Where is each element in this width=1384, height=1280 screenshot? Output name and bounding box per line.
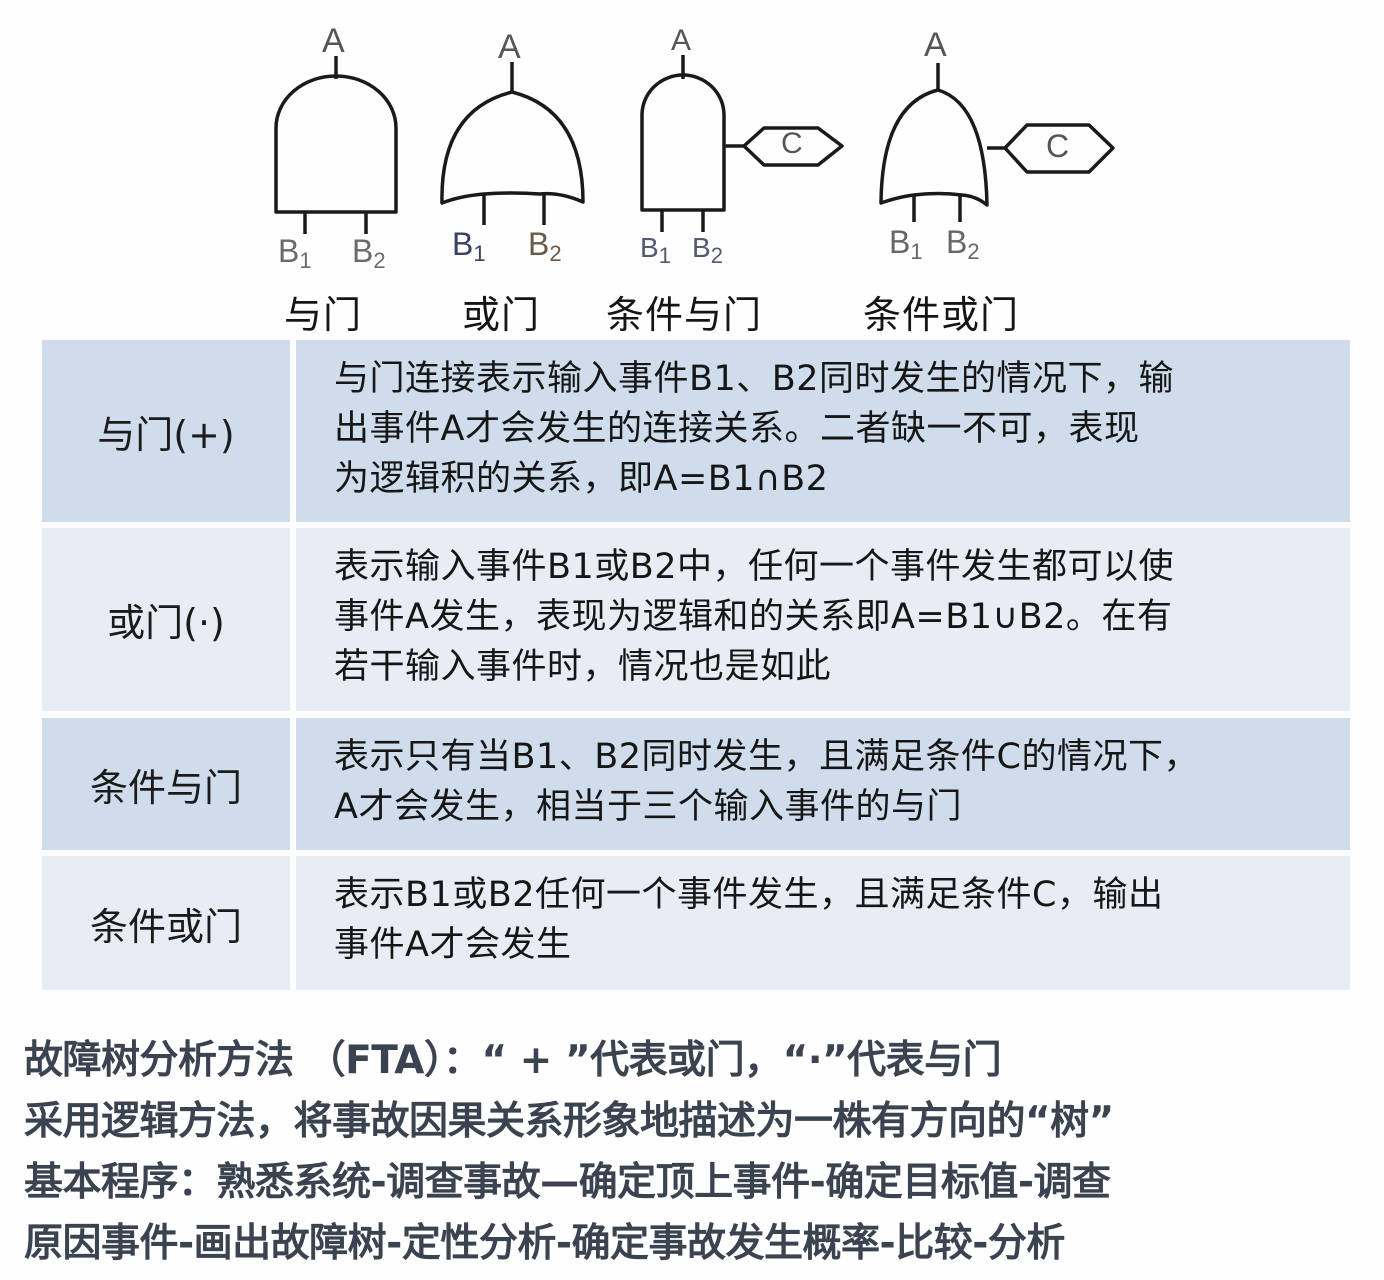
table-row: 条件与门 表示只有当B1、B2同时发生，且满足条件C的情况下， A才会发生，相当…: [42, 718, 1350, 850]
and-gate-label: 与门: [284, 293, 363, 337]
conditional-and-gate-input-b2: B2: [692, 232, 723, 268]
and-gate-input-b2: B2: [352, 233, 386, 273]
table-row: 或门(·) 表示输入事件B1或B2中，任何一个事件发生都可以使 事件A发生，表现…: [42, 528, 1350, 711]
conditional-and-gate-icon: [640, 55, 844, 232]
gate-name-cell: 条件或门: [42, 856, 290, 990]
conditional-and-gate-input-b1: B1: [640, 232, 671, 268]
gate-description-cell: 表示B1或B2任何一个事件发生，且满足条件C，输出 事件A才会发生: [296, 856, 1350, 990]
or-gate-output-label: A: [498, 28, 521, 66]
or-gate-icon: [440, 62, 585, 225]
and-gate-icon: [274, 56, 398, 234]
conditional-or-gate-input-b1: B1: [889, 224, 923, 264]
note-line: 基本程序：熟悉系统-调查事故—确定顶上事件-确定目标值-调查: [24, 1160, 1111, 1205]
note-line: 采用逻辑方法，将事故因果关系形象地描述为一株有方向的“树”: [24, 1099, 1114, 1144]
fta-notes: 故障树分析方法 （FTA）：“ + ”代表或门，“·”代表与门 采用逻辑方法，将…: [24, 1030, 1374, 1274]
conditional-and-gate-output-label: A: [671, 24, 692, 57]
gate-name-cell: 与门(+): [42, 340, 290, 522]
conditional-and-gate-condition-label: C: [781, 127, 803, 160]
note-line: 原因事件-画出故障树-定性分析-确定事故发生概率-比较-分析: [24, 1221, 1065, 1266]
conditional-and-gate-label: 条件与门: [606, 293, 763, 337]
gate-description-cell: 与门连接表示输入事件B1、B2同时发生的情况下，输 出事件A才会发生的连接关系。…: [296, 340, 1350, 522]
conditional-or-gate-input-b2: B2: [946, 224, 980, 264]
gate-name-cell: 条件与门: [42, 718, 290, 850]
conditional-or-gate-output-label: A: [924, 26, 947, 64]
or-gate-input-b1: B1: [452, 226, 486, 266]
note-line: 故障树分析方法 （FTA）：“ + ”代表或门，“·”代表与门: [24, 1038, 1002, 1083]
or-gate-label: 或门: [462, 293, 541, 337]
conditional-or-gate-label: 条件或门: [863, 293, 1020, 337]
conditional-or-gate-icon: [879, 63, 1115, 222]
conditional-or-gate-condition-label: C: [1046, 128, 1070, 164]
gate-symbols-drawing: [274, 55, 1115, 234]
or-gate-input-b2: B2: [528, 226, 562, 266]
and-gate-input-b1: B1: [278, 233, 312, 273]
gate-name-cell: 或门(·): [42, 528, 290, 711]
gate-description-cell: 表示只有当B1、B2同时发生，且满足条件C的情况下， A才会发生，相当于三个输入…: [296, 718, 1350, 850]
and-gate-output-label: A: [322, 22, 345, 60]
gate-description-cell: 表示输入事件B1或B2中，任何一个事件发生都可以使 事件A发生，表现为逻辑和的关…: [296, 528, 1350, 711]
table-row: 与门(+) 与门连接表示输入事件B1、B2同时发生的情况下，输 出事件A才会发生…: [42, 340, 1350, 522]
table-row: 条件或门 表示B1或B2任何一个事件发生，且满足条件C，输出 事件A才会发生: [42, 856, 1350, 990]
gate-symbols-panel: A A A A C C B1 B2 B1 B2 B1 B2 B1 B2 与门 或…: [0, 0, 1384, 337]
